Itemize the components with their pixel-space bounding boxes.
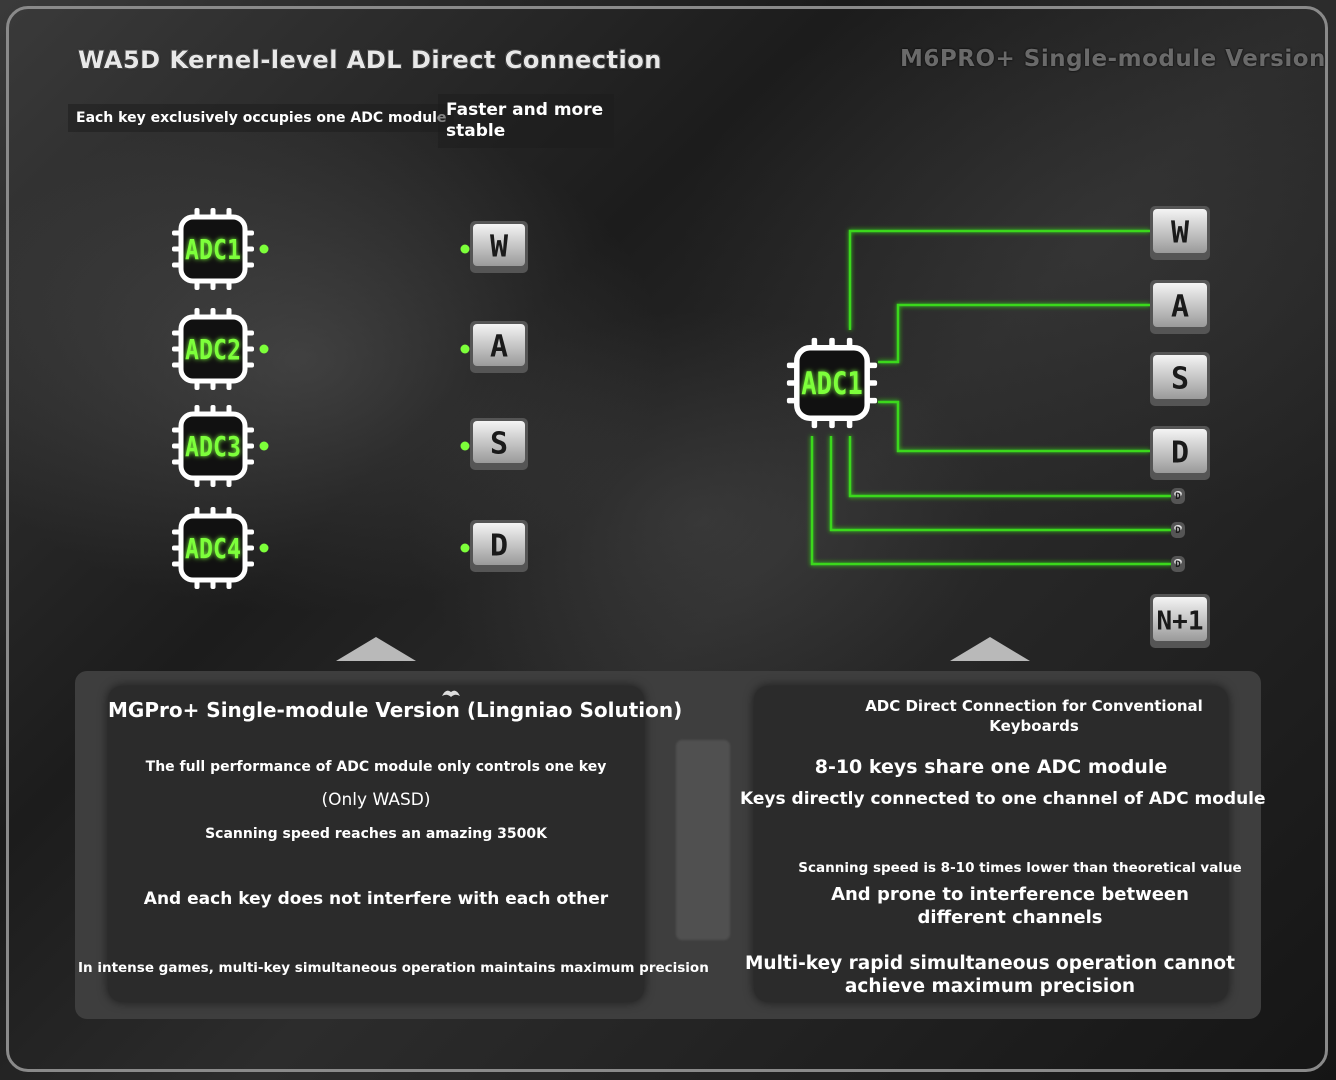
connector-dot — [460, 244, 470, 254]
keycap-icon: D — [470, 520, 528, 572]
bird-logo-icon — [442, 690, 460, 697]
mgpro-line-3: Scanning speed reaches an amazing 3500K — [205, 826, 547, 842]
right-diagram: ADC1 W A S D D D D N+1 — [786, 206, 1210, 648]
keycap-icon: S — [1150, 352, 1210, 406]
conventional-line-3: Scanning speed is 8-10 times lower than … — [798, 860, 1242, 876]
left-diagram: ADC1 W ADC2 A ADC3 S ADC4 D — [172, 208, 528, 589]
keycap-icon: D — [1171, 488, 1185, 504]
mgpro-line-4: And each key does not interfere with eac… — [143, 889, 609, 909]
key-label: N+1 — [1157, 606, 1204, 636]
adc-chip-icon: ADC1 — [786, 337, 878, 429]
connection-line — [878, 400, 1150, 453]
key-label: D — [1175, 560, 1181, 570]
adc-chip-icon: ADC4 — [172, 507, 254, 589]
keycap-icon: S — [470, 418, 528, 470]
connector-dot — [259, 441, 269, 451]
chip-label: ADC4 — [185, 532, 241, 565]
connector-dot — [259, 344, 269, 354]
connector-dot — [259, 543, 269, 553]
exclusive-module-tag: Each key exclusively occupies one ADC mo… — [68, 104, 455, 132]
conventional-line-4: And prone to interference between differ… — [831, 884, 1189, 928]
key-label: D — [1171, 436, 1189, 471]
key-label: A — [490, 330, 508, 365]
connector-dot — [259, 244, 269, 254]
key-label: S — [1171, 362, 1189, 397]
keycap-icon: D — [1171, 556, 1185, 572]
keycap-icon: A — [1150, 280, 1210, 334]
right-title: M6PRO+ Single-module Version — [900, 46, 1326, 72]
panel-divider — [676, 740, 730, 940]
conventional-line-2: Keys directly connected to one channel o… — [740, 789, 1266, 809]
adc-chip-icon: ADC1 — [172, 208, 254, 290]
mgpro-line-1: The full performance of ADC module only … — [145, 759, 607, 775]
triangle-up-icon — [950, 637, 1030, 661]
connection-line — [810, 436, 1172, 566]
conventional-title: ADC Direct Connection for Conventional K… — [865, 697, 1203, 735]
connection-line — [829, 436, 1172, 532]
connection-line — [848, 436, 1172, 498]
keycap-icon: W — [1150, 206, 1210, 260]
keycap-icon: A — [470, 321, 528, 373]
triangle-up-icon — [336, 637, 416, 661]
adc-chip-icon: ADC3 — [172, 405, 254, 487]
mgpro-line-5: In intense games, multi-key simultaneous… — [78, 960, 709, 976]
left-title: WA5D Kernel-level ADL Direct Connection — [78, 46, 662, 74]
connection-line — [878, 303, 1150, 364]
key-label: W — [490, 230, 509, 265]
keycap-icon: W — [470, 221, 528, 273]
key-label: S — [490, 427, 508, 462]
key-label: D — [1175, 526, 1181, 536]
key-label: D — [490, 529, 508, 564]
connector-dot — [460, 344, 470, 354]
keycap-icon: D — [1171, 522, 1185, 538]
chip-label: ADC2 — [185, 333, 241, 366]
connection-line — [848, 229, 1150, 330]
mgpro-line-2: (Only WASD) — [321, 790, 431, 810]
key-label: A — [1171, 290, 1189, 325]
chip-label: ADC1 — [801, 366, 863, 402]
conventional-line-5: Multi-key rapid simultaneous operation c… — [745, 953, 1235, 997]
connector-dot — [460, 543, 470, 553]
mgpro-card — [108, 686, 644, 1002]
adc-chip-icon: ADC2 — [172, 308, 254, 390]
mgpro-title: MGPro+ Single-module Version (Lingniao S… — [108, 698, 683, 722]
keycap-icon: N+1 — [1150, 594, 1210, 648]
conventional-card — [754, 686, 1228, 1002]
connector-dot — [460, 441, 470, 451]
chip-label: ADC3 — [185, 430, 241, 463]
key-label: W — [1171, 216, 1190, 251]
keycap-icon: D — [1150, 426, 1210, 480]
faster-stable-tag: Faster and more stable — [438, 94, 614, 148]
key-label: D — [1175, 492, 1181, 502]
conventional-line-1: 8-10 keys share one ADC module — [814, 756, 1168, 778]
chip-label: ADC1 — [185, 233, 241, 266]
